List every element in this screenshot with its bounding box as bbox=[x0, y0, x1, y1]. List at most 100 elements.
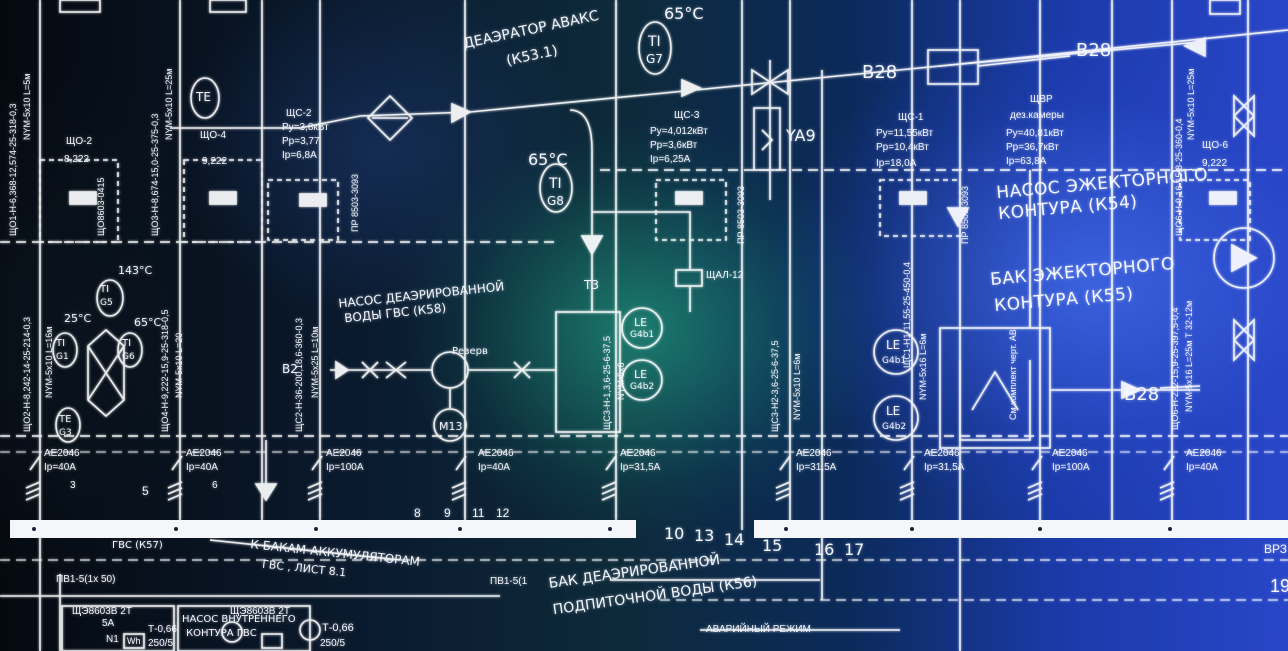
ti-g7-bottom: G7 bbox=[646, 52, 663, 66]
breaker-7-name: AE2046 bbox=[924, 448, 960, 459]
shchop2-title: ЩО-2 bbox=[66, 136, 93, 147]
ti-g6-bottom: G6 bbox=[122, 352, 135, 362]
ti-g6-top: TI bbox=[122, 338, 132, 349]
bottom-pump-line2: КОНТУРА ГВС bbox=[186, 628, 257, 639]
shchs2-ip: Ip=6,8А bbox=[282, 150, 317, 161]
bus-number: 9 bbox=[444, 506, 451, 520]
cable-label-19: ЩО6-Н-9,16-15,8-25-360-0,4 bbox=[1174, 118, 1184, 237]
bus-number: 17 bbox=[844, 540, 865, 559]
shchop2-value: 8,222 bbox=[64, 154, 90, 165]
cable-label-11: NYM-5х25 L=10м bbox=[310, 326, 320, 398]
cable-label-17: NYM-5х16 L=6м bbox=[918, 333, 928, 400]
ya9-label: YA9 bbox=[786, 126, 816, 145]
cable-label-2: NYM-5х10 L=5м bbox=[22, 73, 32, 140]
bus-number: 14 bbox=[724, 530, 745, 549]
shchvr-py: Py=40,81кВт bbox=[1006, 128, 1064, 139]
breaker-6-current: Ip=31,5А bbox=[796, 462, 837, 473]
ti-g1-top: TI bbox=[56, 338, 66, 349]
cable-label-20: NYM-5х10 L=25м bbox=[1186, 68, 1196, 140]
cable-label-22: NYM-5х16 L=25м Т 32-12м bbox=[1184, 300, 1194, 412]
m13-label: M13 bbox=[439, 420, 463, 433]
shchs3-ip: Ip=6,25А bbox=[650, 154, 691, 165]
bottom-panel1-current: 5А bbox=[102, 618, 115, 629]
shchs2-py: Py=3,8кВт bbox=[282, 122, 329, 133]
shchal12-label: ЩАЛ-12 bbox=[706, 270, 744, 281]
bus-number: 10 bbox=[664, 524, 685, 543]
shchs2-title: ЩС-2 bbox=[286, 108, 312, 119]
breaker-5-current: Ip=31,5А bbox=[620, 462, 661, 473]
temp-65b: 65°C bbox=[134, 316, 162, 329]
temp-mid: 65°C bbox=[528, 150, 568, 169]
cable-label-16: ЩС1-Н1-11,55-25-450-0,4 bbox=[902, 262, 912, 368]
bus-number: 12 bbox=[496, 506, 510, 520]
shcho6-value: 9,222 bbox=[1202, 158, 1228, 169]
cable-label-5: ЩО8603-0415 bbox=[96, 177, 106, 236]
cable-label-4: NYM-5х10 L=25м bbox=[164, 68, 174, 140]
b2-label: B2 bbox=[282, 362, 298, 376]
shchs3-py: Py=4,012кВт bbox=[650, 126, 708, 137]
shchs1-pp: Pp=10,4кВт bbox=[876, 142, 929, 153]
cable-label-15: NYM-5х10 L=6м bbox=[792, 353, 802, 420]
pr-8503-1: ПР 8503-3093 bbox=[350, 173, 360, 232]
breaker-1-name: AE2046 bbox=[44, 448, 80, 459]
cable-label-8: ЩО4-Н-9,222-15,9-25-318-0,5 bbox=[160, 309, 170, 432]
pv1b-label: ПВ1-5(1 bbox=[490, 576, 528, 587]
breaker-8-current: Ip=100А bbox=[1052, 462, 1090, 473]
bus-number: 13 bbox=[694, 526, 715, 545]
le2-top: LE bbox=[634, 368, 648, 381]
le1-bottom: G4b1 bbox=[630, 330, 655, 340]
wh-meter-1: Wh bbox=[127, 636, 141, 646]
reserve-label: Резерв bbox=[452, 346, 488, 357]
breaker-2-current: Ip=40А bbox=[186, 462, 218, 473]
cable-label-6: ЩО2-Н-8,242-14-25-214-0,3 bbox=[22, 317, 32, 432]
bottom-panel1-title: ЩЭ8603В 2Т bbox=[72, 606, 132, 617]
breaker-9-current: Ip=40А bbox=[1186, 462, 1218, 473]
breaker-4-name: AE2046 bbox=[478, 448, 514, 459]
te-g3-bottom: G3 bbox=[59, 428, 72, 438]
te-g3-top: TE bbox=[59, 414, 72, 425]
ct-ratio-2: 250/5 bbox=[320, 638, 346, 649]
bottom-pump-line1: НАСОС ВНУТРЕННЕГО bbox=[182, 614, 296, 625]
shchs2-pp: Pp=3,77 bbox=[282, 136, 320, 147]
breaker-7-current: Ip=31,5А bbox=[924, 462, 965, 473]
shchs1-ip: Ip=18,0А bbox=[876, 158, 917, 169]
breaker-8-name: AE2046 bbox=[1052, 448, 1088, 459]
cable-label-9: NYM-5х10 L=20 bbox=[174, 332, 184, 398]
shcho4-value: 9,222 bbox=[202, 156, 228, 167]
le4-bottom: G4b2 bbox=[882, 422, 907, 432]
b28-mid: B28 bbox=[1076, 40, 1112, 61]
shchs1-py: Py=11,55кВт bbox=[876, 128, 934, 139]
ct-ratio-1: 250/5 bbox=[148, 638, 174, 649]
temp-25: 25°C bbox=[64, 312, 92, 325]
pr-8503-2: ПР 8503-3093 bbox=[736, 185, 746, 244]
breaker-6-name: AE2046 bbox=[796, 448, 832, 459]
bus-number: 11 bbox=[472, 506, 485, 520]
cable-label-21: ЩО6-Н-222-15,9-25-397,5-0,4 bbox=[1170, 307, 1180, 430]
bus-number: 16 bbox=[814, 540, 835, 559]
bus-number: 5 bbox=[142, 484, 149, 498]
le3-top: LE bbox=[886, 338, 901, 352]
le1-top: LE bbox=[634, 316, 648, 329]
shchvr-ip: Ip=63,8А bbox=[1006, 156, 1047, 167]
ti-g5-top: TI bbox=[100, 284, 110, 295]
t3-label: T3 bbox=[584, 278, 599, 292]
cable-label-13: NYM-5х6 bbox=[616, 362, 626, 400]
gvs-label: ГВС (К57) bbox=[112, 540, 163, 551]
le3-bottom: G4b1 bbox=[882, 356, 907, 366]
bus-number: 15 bbox=[762, 536, 783, 555]
breaker-3-current: Ip=100А bbox=[326, 462, 364, 473]
temp-top: 65°C bbox=[664, 4, 704, 23]
n1-label: N1 bbox=[106, 634, 119, 645]
nineteen-label: 19 bbox=[1270, 576, 1288, 596]
ti-g1-bottom: G1 bbox=[56, 352, 69, 362]
bottom-panel2-title: ЩЭ8603В 2Т bbox=[230, 606, 290, 617]
cable-label-3: ЩО3-Н-8,674-15,0-25-375-0,3 bbox=[150, 113, 160, 236]
bus-number: 8 bbox=[414, 506, 421, 520]
cable-label-10: ЩС2-Н-36-200,18,6-360-0,3 bbox=[294, 318, 304, 432]
cable-label-14: ЩС3-Н2-3,6-25-6-37,5 bbox=[770, 340, 780, 432]
bus-bar-left bbox=[10, 520, 636, 538]
shchvr-sub: дез.камеры bbox=[1010, 110, 1064, 121]
ct-label-1: Т-0,66 bbox=[148, 624, 177, 635]
